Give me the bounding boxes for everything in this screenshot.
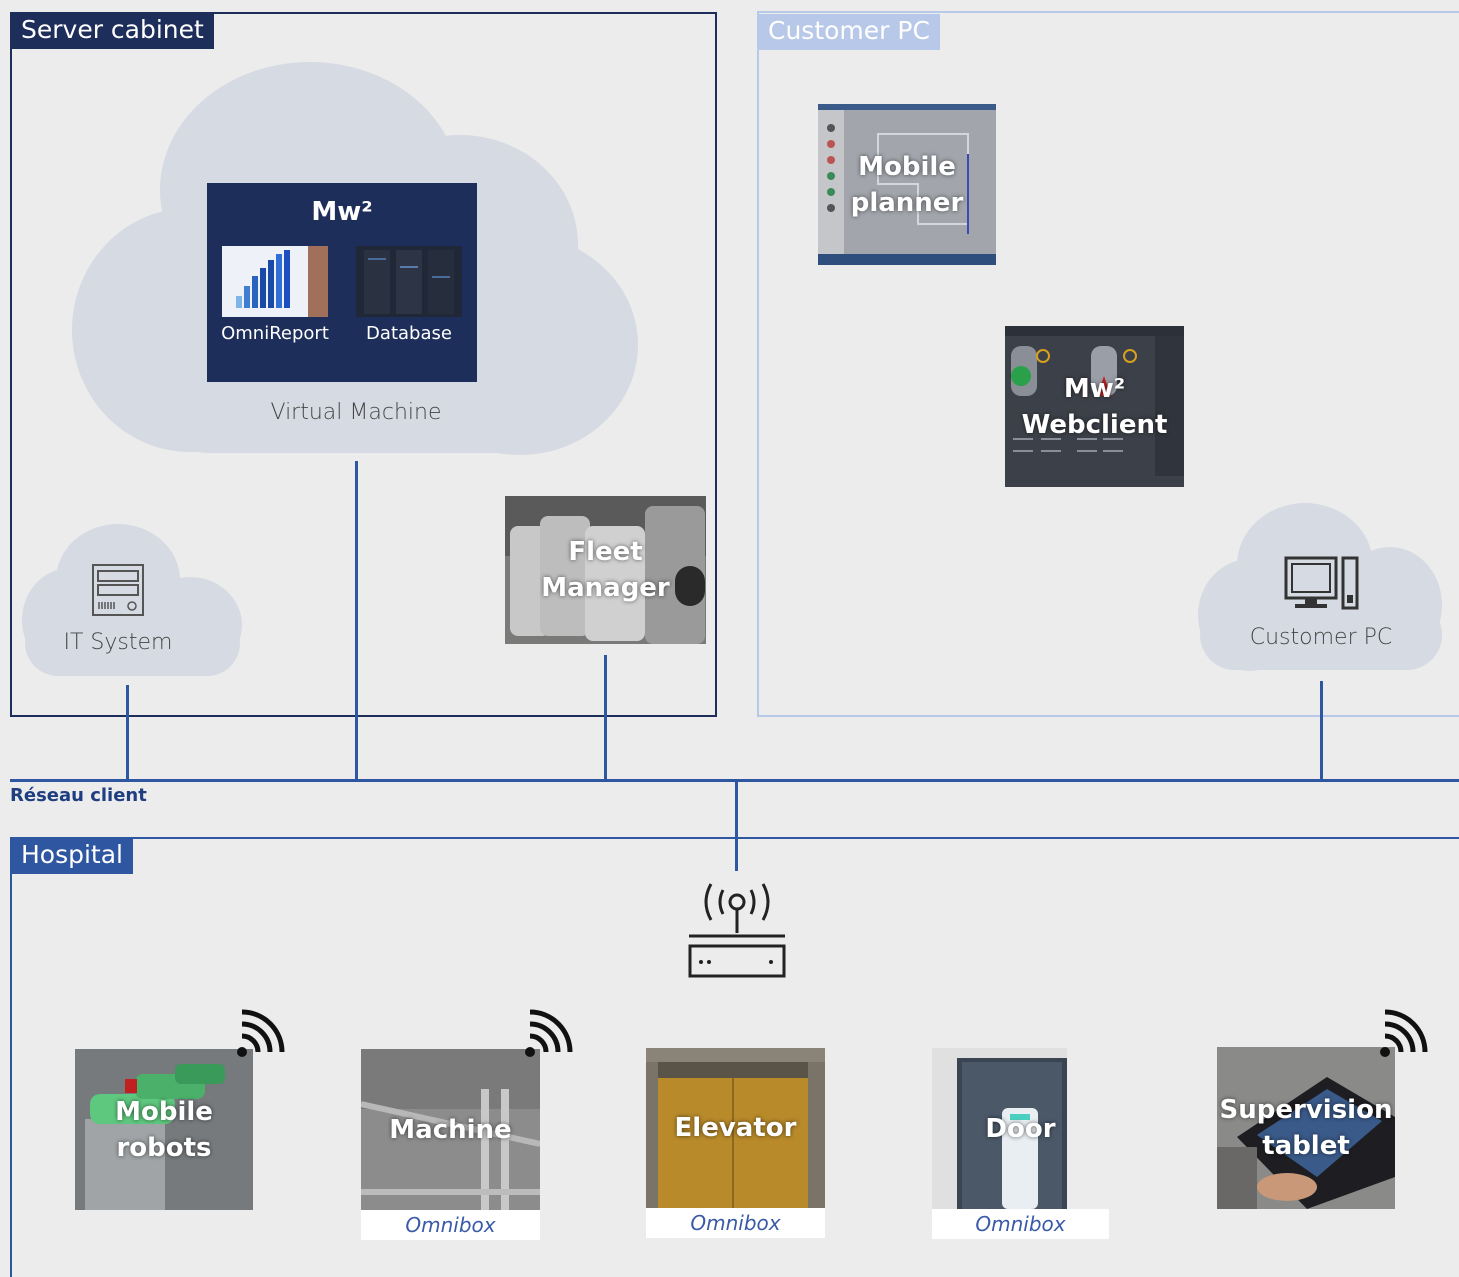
fleet-manager-label: Fleet Manager bbox=[541, 537, 670, 603]
door-omnibox-label: Omnibox bbox=[932, 1209, 1109, 1239]
vm-label: Virtual Machine bbox=[270, 400, 442, 425]
wifi-router-icon bbox=[688, 883, 786, 978]
mw2-box: Mw² OmniReport Database bbox=[207, 183, 477, 382]
supervision-tablet-label: Supervision tablet bbox=[1219, 1095, 1393, 1161]
elevator-omnibox-label: Omnibox bbox=[646, 1208, 825, 1238]
mobile-planner-label: Mobile planner bbox=[850, 151, 964, 218]
webclient-tile: Mw² Webclient bbox=[1005, 326, 1184, 487]
wifi-icon bbox=[1380, 1009, 1428, 1057]
vm-link bbox=[355, 461, 358, 781]
fleet-manager-link bbox=[604, 655, 607, 781]
customer-pc-cloud-label: Customer PC bbox=[1249, 625, 1393, 650]
webclient-label: Mw² Webclient bbox=[1021, 373, 1168, 440]
mw2-title: Mw² bbox=[311, 197, 373, 227]
customer-pc-link bbox=[1320, 681, 1323, 781]
omnireport-thumbnail bbox=[222, 246, 328, 317]
customer-pc-label: Customer PC bbox=[758, 14, 940, 50]
wifi-icon bbox=[237, 1009, 285, 1057]
machine-label: Machine bbox=[389, 1114, 512, 1145]
it-system-label: IT System bbox=[63, 630, 173, 655]
database-thumbnail bbox=[356, 246, 462, 317]
omnireport-label: OmniReport bbox=[221, 323, 329, 344]
desktop-computer-icon bbox=[1284, 556, 1359, 610]
network-bus bbox=[10, 779, 1459, 782]
server-cabinet-frame bbox=[10, 12, 717, 717]
machine-tile: Machine bbox=[361, 1049, 540, 1210]
it-system-link bbox=[126, 685, 129, 781]
customer-pc-frame bbox=[757, 11, 1459, 717]
server-cabinet-label: Server cabinet bbox=[11, 13, 214, 49]
door-label: Door bbox=[985, 1113, 1056, 1144]
server-icon bbox=[92, 564, 144, 616]
elevator-tile: Elevator bbox=[646, 1048, 825, 1208]
router-link bbox=[735, 781, 738, 871]
supervision-tablet-tile: Supervision tablet bbox=[1217, 1047, 1395, 1209]
mobile-planner-tile: Mobile planner bbox=[818, 104, 996, 265]
network-label: Réseau client bbox=[10, 785, 147, 806]
database-label: Database bbox=[366, 323, 452, 344]
mobile-robots-tile: Mobile robots bbox=[75, 1049, 253, 1210]
fleet-manager-tile: Fleet Manager bbox=[505, 496, 706, 644]
door-tile: Door bbox=[932, 1048, 1109, 1209]
hospital-frame bbox=[10, 837, 1459, 1277]
hospital-label: Hospital bbox=[11, 838, 134, 874]
machine-omnibox-label: Omnibox bbox=[361, 1210, 540, 1240]
wifi-icon bbox=[525, 1009, 573, 1057]
mobile-robots-label: Mobile robots bbox=[115, 1096, 213, 1163]
elevator-label: Elevator bbox=[674, 1113, 797, 1143]
